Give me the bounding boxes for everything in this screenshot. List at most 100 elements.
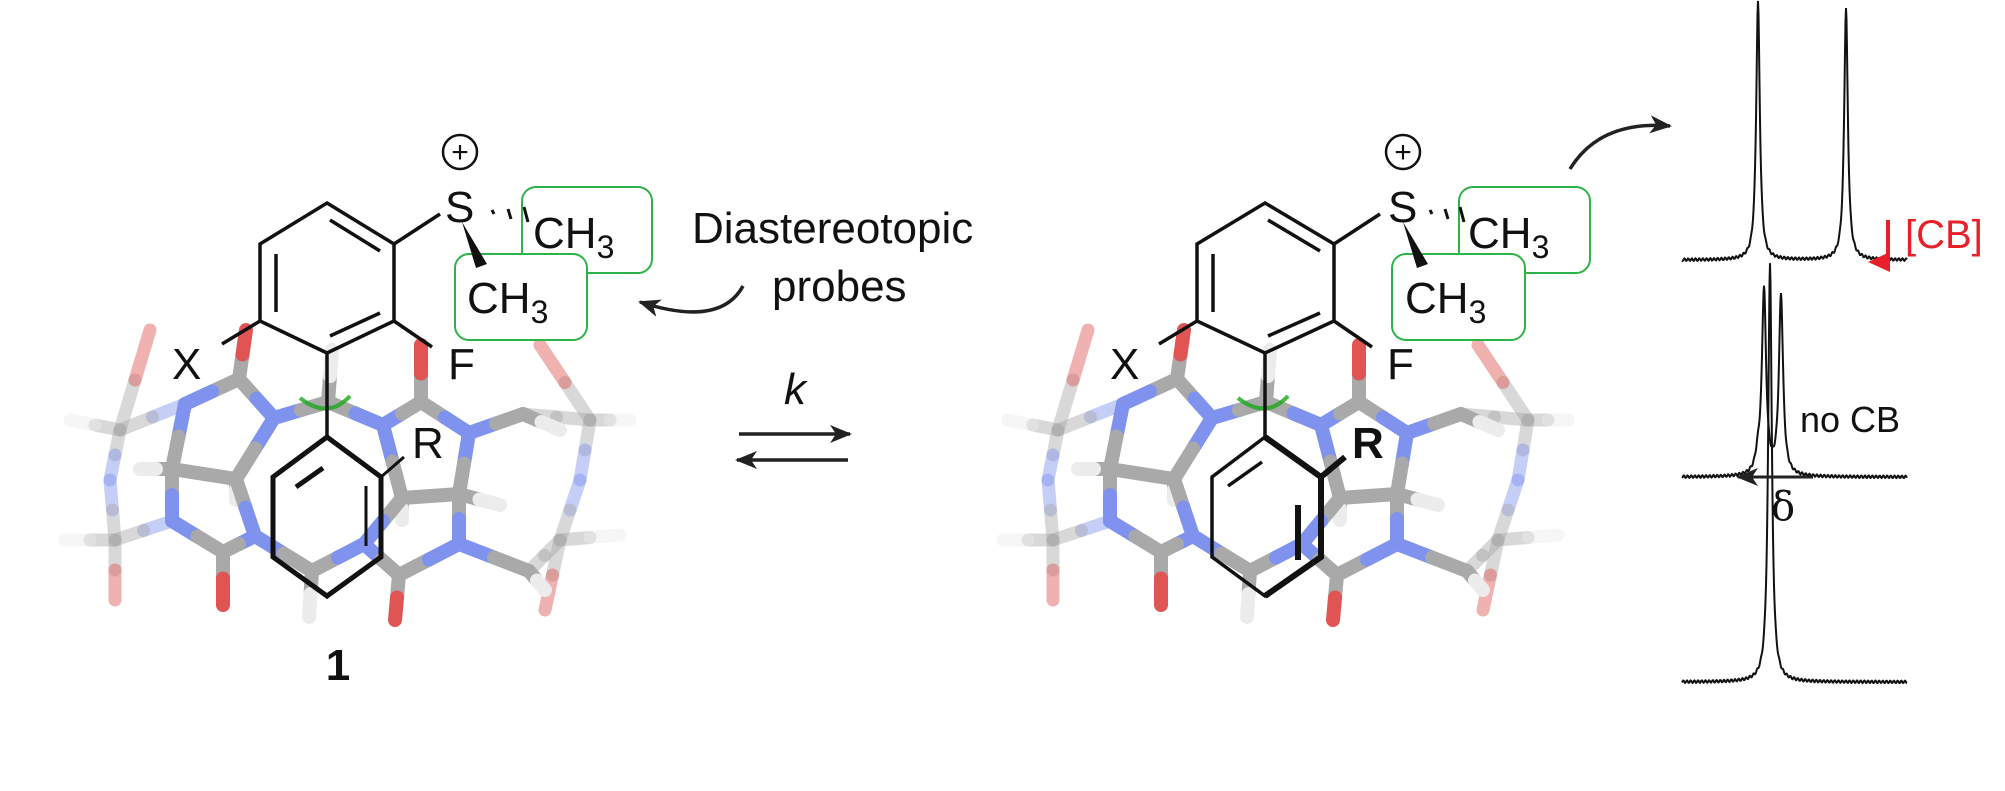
- compound-number: 1: [326, 641, 350, 690]
- cage-bond: [1516, 413, 1535, 457]
- cage-bond: [128, 323, 157, 387]
- cage-bond: [553, 503, 577, 547]
- cage-bond: [1521, 528, 1565, 544]
- cage-bond: [106, 503, 122, 547]
- probe-box-lower: [1391, 253, 1526, 341]
- methyl-upper: CH3: [1468, 209, 1549, 265]
- f-label: F: [448, 340, 475, 389]
- svg-text:+: +: [451, 136, 469, 169]
- positive-charge-icon: [441, 133, 479, 171]
- cage-bond: [1046, 524, 1088, 547]
- cage-bond: [1041, 448, 1060, 487]
- positive-charge-icon: [1384, 133, 1422, 171]
- rate-constant: k: [784, 365, 808, 414]
- cage-bond: [103, 448, 122, 487]
- cage-bond: [1410, 492, 1445, 512]
- cage-bond: [88, 418, 127, 437]
- nmr-spectrum-trace: [1681, 285, 1908, 480]
- curved-arrow-spectra: [1568, 115, 1672, 170]
- cage-bond: [113, 373, 142, 437]
- annotation-line2: probes: [772, 262, 907, 311]
- cage-bond: [1001, 413, 1040, 432]
- cage-bond: [235, 323, 253, 362]
- cage-bond: [323, 343, 339, 383]
- r-label: R: [1352, 419, 1384, 468]
- cage-bond: [1240, 587, 1256, 624]
- no-cb-label: no CB: [1800, 399, 1900, 440]
- f-label: F: [1387, 340, 1414, 389]
- hashed-bond: [1428, 206, 1466, 223]
- cage-bond: [1468, 573, 1490, 597]
- cage-bond: [583, 528, 627, 544]
- wedge-bond: [1403, 222, 1428, 268]
- delta-label: δ: [1771, 484, 1795, 530]
- cage-bond: [1051, 373, 1080, 437]
- cage-bond: [103, 473, 119, 517]
- s-bond: [393, 212, 441, 246]
- x-label: X: [172, 340, 201, 389]
- cucurbituril-cage-left: [58, 323, 637, 627]
- cage-bond: [1511, 443, 1530, 487]
- benzene-ring-lower: [270, 433, 405, 600]
- cage-bond: [578, 413, 597, 457]
- r-label: R: [412, 419, 444, 468]
- cage-bond: [1488, 410, 1535, 427]
- benzene-ring-upper: [1158, 200, 1381, 437]
- cage-bond: [1046, 423, 1065, 462]
- guest-molecule-left: + S CH3 CH3 F X R 1: [172, 133, 653, 690]
- sulfur-label: S: [1388, 183, 1417, 232]
- cage-bond: [1173, 323, 1191, 362]
- cage-bond: [1051, 410, 1097, 437]
- probe-box-lower: [454, 253, 588, 341]
- cage-bond: [63, 413, 102, 432]
- x-label: X: [1110, 340, 1139, 389]
- annotation-line1: Diastereotopic: [692, 204, 973, 253]
- cage-bond: [1261, 343, 1277, 383]
- f-bond: [393, 319, 433, 349]
- cage-bond: [1326, 590, 1342, 627]
- concentration-label: [CB]: [1905, 213, 1983, 257]
- cage-bond: [1041, 473, 1057, 517]
- cage-bond: [1501, 473, 1525, 517]
- methyl-upper: CH3: [533, 209, 614, 265]
- cage-bond: [533, 338, 572, 389]
- benzene-ring-upper: [221, 200, 441, 437]
- cage-bond: [113, 410, 159, 437]
- cage-bond: [472, 492, 507, 512]
- cage-bond: [1044, 503, 1060, 547]
- hashed-bond: [490, 206, 530, 223]
- nmr-spectra: [1681, 0, 1908, 685]
- cage-bond: [1484, 533, 1505, 582]
- cage-bond: [108, 423, 127, 462]
- cage-bond: [553, 531, 597, 547]
- cage-bond: [1026, 418, 1065, 437]
- cage-bond: [1491, 531, 1535, 547]
- cage-bond: [108, 524, 150, 547]
- x-bond: [221, 319, 261, 346]
- cage-bond: [563, 473, 587, 517]
- methyl-lower: CH3: [467, 274, 548, 330]
- cucurbituril-cage-right: [996, 323, 1575, 627]
- cage-bond: [388, 590, 404, 627]
- sulfur-label: S: [445, 183, 474, 232]
- cage-bond: [573, 443, 592, 487]
- svg-text:+: +: [1394, 136, 1412, 169]
- cage-bond: [1496, 376, 1535, 427]
- guest-molecule-right: + S CH3 CH3 F X R: [1110, 133, 1591, 599]
- cage-bond: [1066, 323, 1095, 387]
- benzene-ring-lower: [1210, 434, 1347, 599]
- nmr-spectrum-trace: [1681, 263, 1908, 685]
- cage-bond: [538, 533, 567, 562]
- methyl-lower: CH3: [1405, 274, 1486, 330]
- curved-arrow-probes: [638, 285, 745, 317]
- cage-bond: [1476, 533, 1505, 562]
- wedge-bond: [462, 222, 487, 268]
- cage-bond: [302, 587, 318, 624]
- cage-bond: [558, 376, 597, 427]
- cage-bond: [530, 573, 552, 597]
- r-bond: [380, 455, 405, 479]
- cage-bond: [1491, 503, 1515, 547]
- cage-bond: [550, 410, 597, 427]
